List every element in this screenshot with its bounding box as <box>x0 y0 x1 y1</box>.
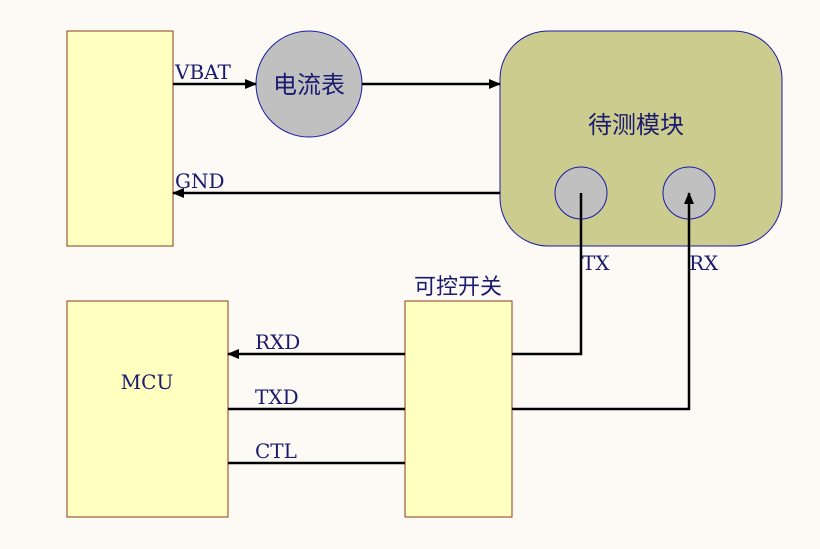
ctl-label: CTL <box>255 439 297 463</box>
module-label: 待测模块 <box>588 111 684 139</box>
rx-wire <box>512 192 694 411</box>
power-block <box>66 30 174 247</box>
tx-wire <box>512 193 583 356</box>
rx-label: RX <box>689 251 719 275</box>
gnd-label: GND <box>175 169 225 193</box>
mcu-block <box>66 300 229 518</box>
switch-label: 可控开关 <box>414 275 502 300</box>
tx-label: TX <box>582 251 610 275</box>
vbat-label: VBAT <box>174 60 231 84</box>
rxd-label: RXD <box>255 330 300 354</box>
ammeter-label: 电流表 <box>273 71 345 99</box>
switch-block <box>404 300 513 518</box>
mcu-label: MCU <box>121 370 174 394</box>
txd-label: TXD <box>255 385 299 409</box>
